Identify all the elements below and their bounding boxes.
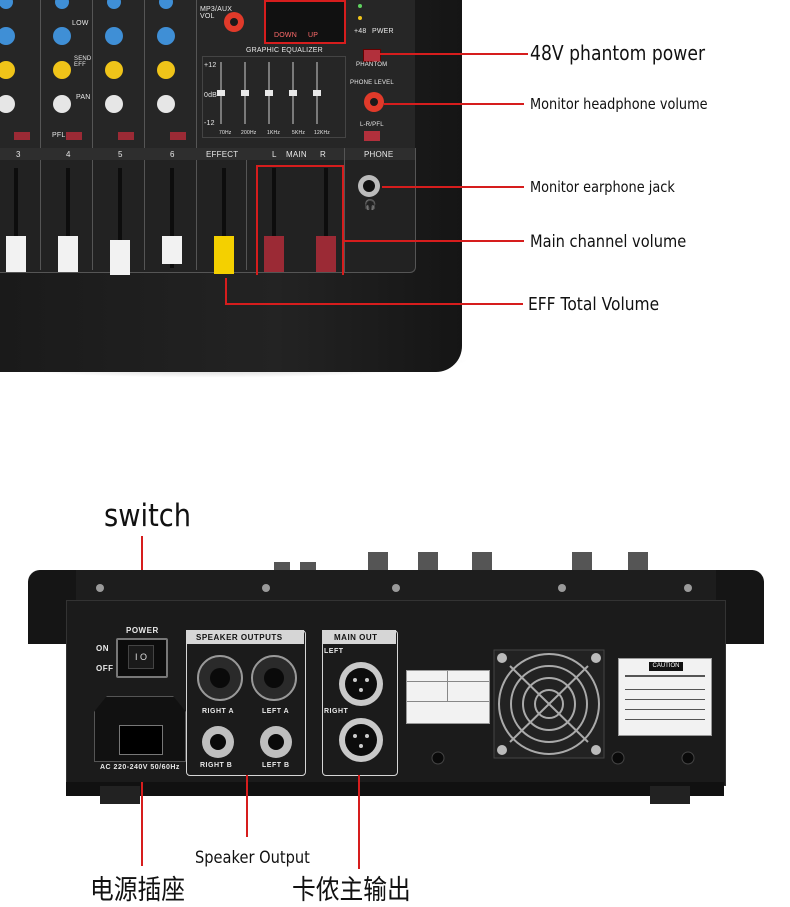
cooling-fan-grille — [493, 649, 605, 759]
eq-freq-4: 5KHz — [292, 130, 306, 136]
mixer-front-photo: LOW SEND EFF PAN PFL MP3/AUX VOL DOWN UP… — [0, 0, 470, 380]
callout-main-out: 卡侬主输出 — [292, 875, 411, 906]
headphone-icon: 🎧 — [364, 200, 377, 211]
eq-freq-1: 70Hz — [219, 130, 232, 136]
main-out-label: MAIN OUT — [334, 633, 378, 642]
main-r-label: R — [320, 150, 326, 159]
eq-freq-2: 200Hz — [241, 130, 257, 136]
up-label: UP — [308, 32, 319, 39]
eq-freq-5: 12KHz — [314, 130, 331, 136]
lr-pfl-button[interactable] — [364, 131, 380, 141]
left-b-label: LEFT B — [262, 762, 290, 769]
callout-speaker-output: Speaker Output — [195, 848, 310, 868]
callout-eff-volume: EFF Total Volume — [528, 294, 660, 315]
eq-scale-mid: 0dB — [204, 92, 218, 99]
eq-scale-bottom: -12 — [204, 120, 215, 127]
xlr-connectors[interactable] — [334, 658, 388, 768]
quarter-inch-jacks[interactable] — [196, 724, 300, 764]
send-eff-label: SEND EFF — [74, 56, 92, 68]
pan-label: PAN — [76, 94, 91, 101]
graphic-eq-panel — [202, 56, 346, 138]
right-b-label: RIGHT B — [200, 762, 233, 769]
ac-input-label: AC 220-240V 50/60Hz — [100, 764, 180, 771]
phantom-label: PHANTOM — [356, 62, 388, 68]
phone-jack[interactable] — [356, 173, 382, 199]
ac-power-socket[interactable] — [94, 696, 186, 762]
channel-4-label: 4 — [66, 150, 71, 159]
mp3-vol-knob — [224, 12, 244, 32]
plus48-label: +48 — [354, 28, 367, 35]
mixer-back-photo: POWER ON OFF I O AC 220-240V 50/60Hz SPE… — [28, 552, 764, 810]
main-label: MAIN — [286, 150, 307, 159]
callout-main-volume: Main channel volume — [530, 232, 687, 252]
callout-headphone-volume: Monitor headphone volume — [530, 95, 708, 113]
callout-earphone-jack: Monitor earphone jack — [530, 178, 675, 196]
on-label: ON — [96, 644, 109, 653]
off-label: OFF — [96, 664, 114, 673]
callout-power-socket: 电源插座 — [90, 875, 186, 906]
power-switch[interactable]: I O — [116, 638, 168, 678]
callout-switch: switch — [104, 498, 192, 534]
phantom-button[interactable] — [363, 49, 381, 62]
lr-pfl-label: L-R/PFL — [360, 122, 384, 128]
effect-label: EFFECT — [206, 150, 239, 159]
speaker-outputs-label: SPEAKER OUTPUTS — [196, 633, 283, 642]
low-label: LOW — [72, 20, 89, 27]
right-a-label: RIGHT A — [202, 708, 235, 715]
channel-3-label: 3 — [16, 150, 21, 159]
pfl-label: PFL — [52, 132, 66, 139]
channel-5-label: 5 — [118, 150, 123, 159]
mp3-vol-label: MP3/AUX VOL — [200, 6, 233, 20]
rear-top-knobs — [274, 552, 648, 572]
phone-level-label: PHONE LEVEL — [350, 80, 394, 86]
left-a-label: LEFT A — [262, 708, 290, 715]
caution-label: CAUTION — [649, 662, 683, 671]
eq-sliders — [217, 62, 321, 124]
channel-faders[interactable] — [0, 160, 350, 275]
callout-48v-phantom: 48V phantom power — [530, 41, 706, 65]
main-out-left-label: LEFT — [324, 648, 344, 655]
main-out-right-label: RIGHT — [324, 708, 349, 715]
speakon-connectors[interactable] — [192, 652, 300, 704]
eq-scale-top: +12 — [204, 62, 217, 69]
phone-label: PHONE — [364, 150, 394, 159]
graphic-eq-label: GRAPHIC EQUALIZER — [246, 47, 323, 54]
down-label: DOWN — [274, 32, 297, 39]
channel-6-label: 6 — [170, 150, 175, 159]
main-l-label: L — [272, 150, 277, 159]
serial-number-sticker — [406, 670, 490, 724]
channel-knobs — [0, 0, 186, 140]
pwer-label: PWER — [372, 28, 394, 35]
caution-sticker: CAUTION — [618, 658, 712, 736]
eq-freq-3: 1KHz — [267, 130, 281, 136]
mp3-display — [264, 0, 346, 44]
power-label: POWER — [126, 626, 159, 635]
phone-level-knob[interactable] — [362, 90, 386, 114]
